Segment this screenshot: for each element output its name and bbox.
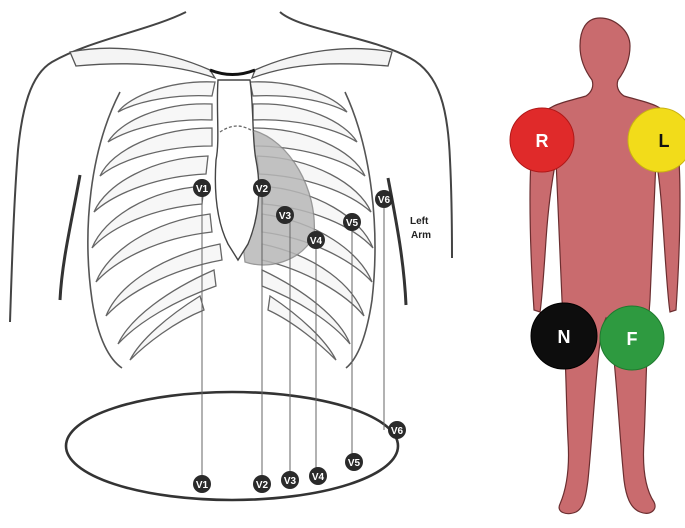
sternal-notch: [210, 70, 255, 75]
ring-lead-v1: V1: [193, 475, 211, 493]
ring-lead-v4: V4: [309, 467, 327, 485]
body-diagram: [530, 18, 680, 514]
svg-text:F: F: [627, 329, 638, 349]
svg-text:V4: V4: [310, 236, 323, 247]
chest-diagram: [10, 12, 452, 500]
human-body-silhouette: [530, 18, 680, 514]
side-label-arm: Arm: [411, 230, 431, 241]
ring-lead-v2: V2: [253, 475, 271, 493]
limb-electrode-r: R: [510, 108, 574, 172]
svg-text:N: N: [558, 327, 571, 347]
sternum: [215, 80, 258, 260]
svg-text:V3: V3: [284, 476, 297, 487]
right-arm-line: [60, 175, 80, 300]
svg-text:V4: V4: [312, 472, 325, 483]
svg-text:L: L: [659, 131, 670, 151]
chest-lead-v2: V2: [253, 179, 271, 197]
svg-text:V5: V5: [348, 458, 361, 469]
right-clavicle: [70, 48, 215, 78]
chest-cross-section-ring: [66, 392, 398, 500]
svg-text:R: R: [536, 131, 549, 151]
ring-lead-v6: V6: [388, 421, 406, 439]
limb-electrode-f: F: [600, 306, 664, 370]
svg-text:V6: V6: [378, 195, 391, 206]
limb-electrode-l: L: [628, 108, 685, 172]
limb-electrode-n: N: [531, 303, 597, 369]
side-label-left: Left: [410, 216, 429, 227]
chest-lead-v3: V3: [276, 206, 294, 224]
svg-text:V2: V2: [256, 480, 269, 491]
svg-text:V5: V5: [346, 218, 359, 229]
chest-lead-v5: V5: [343, 213, 361, 231]
svg-text:V1: V1: [196, 184, 209, 195]
svg-text:V2: V2: [256, 184, 269, 195]
chest-lead-v6: V6: [375, 190, 393, 208]
ring-lead-v3: V3: [281, 471, 299, 489]
svg-text:V3: V3: [279, 211, 292, 222]
ring-lead-markers: V1 V2 V3 V4 V5 V6: [193, 421, 406, 493]
svg-text:V6: V6: [391, 426, 404, 437]
svg-text:V1: V1: [196, 480, 209, 491]
chest-lead-v1: V1: [193, 179, 211, 197]
chest-lead-v4: V4: [307, 231, 325, 249]
left-clavicle: [252, 49, 392, 78]
ring-lead-v5: V5: [345, 453, 363, 471]
